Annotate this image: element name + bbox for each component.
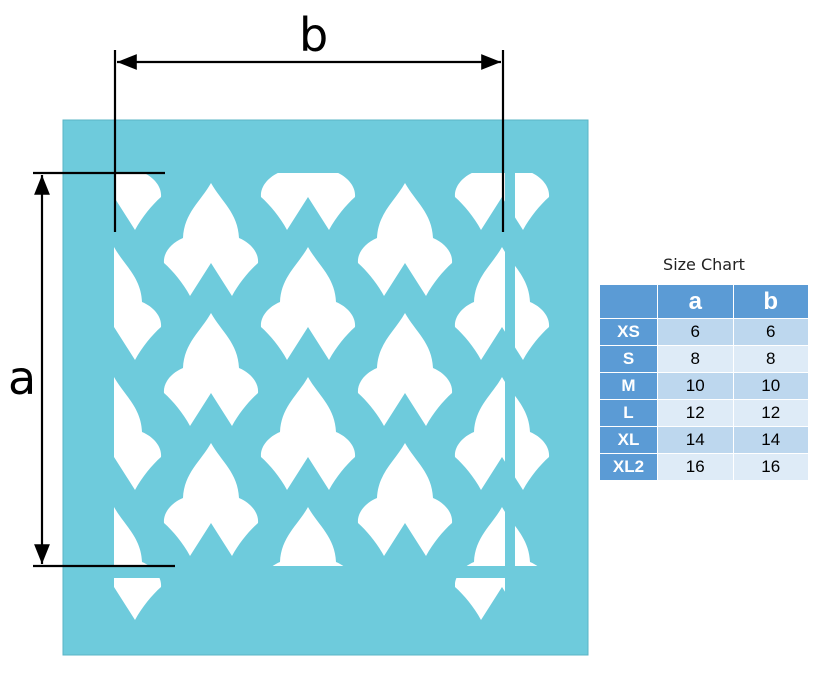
perforation-hole (454, 247, 550, 360)
cell-b: 10 (732, 372, 809, 400)
perforation-hole (163, 443, 259, 556)
cell-size: L (599, 399, 658, 427)
perforation-hole (357, 183, 453, 296)
cell-b: 6 (732, 318, 809, 346)
perforation-hole (260, 173, 356, 230)
cell-size: XL2 (599, 453, 658, 481)
cell-a: 8 (657, 345, 734, 373)
perforation-hole (454, 377, 550, 490)
perforation-hole (114, 173, 162, 230)
column-header: a (657, 284, 734, 319)
cell-a: 16 (657, 453, 734, 481)
cell-b: 16 (732, 453, 809, 481)
cell-a: 6 (657, 318, 734, 346)
panel-band (505, 173, 515, 638)
cell-size: M (599, 372, 658, 400)
perforation-hole (114, 377, 162, 490)
perforation-hole (357, 313, 453, 426)
perforation-hole (163, 183, 259, 296)
cell-b: 14 (732, 426, 809, 454)
perforation-hole (260, 377, 356, 490)
size-chart-title: Size Chart (663, 255, 745, 274)
cell-b: 8 (732, 345, 809, 373)
cell-b: 12 (732, 399, 809, 427)
dimension-a-label: a (8, 351, 37, 405)
column-header (599, 284, 658, 319)
perforation-hole (114, 247, 162, 360)
perforation-hole (260, 247, 356, 360)
cell-size: XS (599, 318, 658, 346)
dimension-b-label: b (299, 8, 329, 62)
cell-a: 14 (657, 426, 734, 454)
cell-size: XL (599, 426, 658, 454)
cell-a: 12 (657, 399, 734, 427)
panel-band (505, 578, 560, 638)
cell-a: 10 (657, 372, 734, 400)
column-header: b (732, 284, 809, 319)
perforation-hole (357, 443, 453, 556)
panel-band (114, 566, 555, 578)
perforation-hole (114, 507, 162, 620)
perforation-hole (454, 173, 550, 230)
cell-size: S (599, 345, 658, 373)
perforation-hole (163, 313, 259, 426)
panel-band (165, 578, 455, 638)
